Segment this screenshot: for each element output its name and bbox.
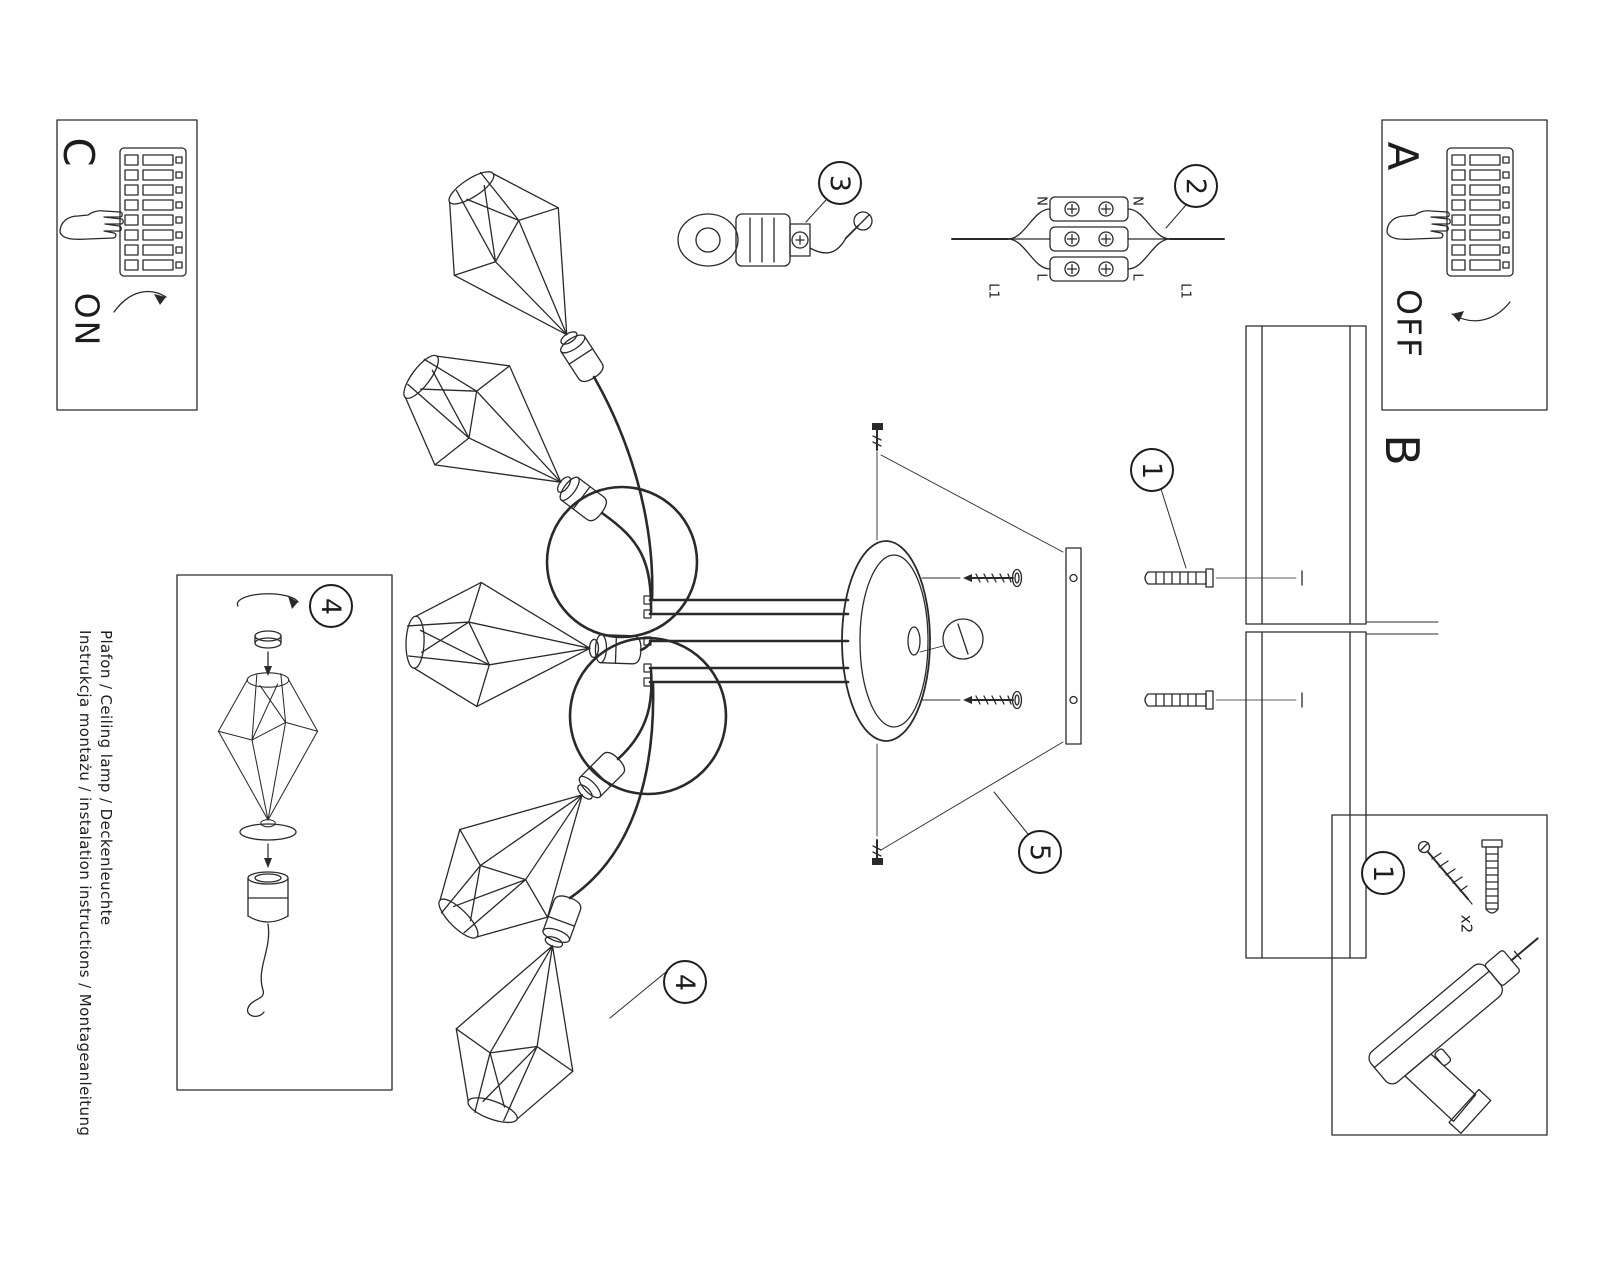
arrow-off-icon <box>1451 301 1511 322</box>
lamp-arms <box>545 375 728 900</box>
ceiling-boards <box>1245 325 1439 959</box>
wire-label-n-right: N <box>1129 196 1145 206</box>
screw-icon <box>1417 840 1473 905</box>
footer-product-text: Plafon / Ceiling lamp / Deckenleuchte <box>97 630 115 926</box>
panel-c-box <box>56 119 198 411</box>
drill-icon <box>1368 937 1539 1134</box>
callout-step-3: 3 <box>818 161 862 205</box>
screw-head-symbol <box>919 618 984 660</box>
arrow-on-icon <box>113 290 167 313</box>
hand-icon-on <box>59 210 124 240</box>
canopy <box>841 540 931 742</box>
lamp-holder-detail <box>677 211 873 267</box>
terminal-block <box>951 196 1225 282</box>
shade-detail-box <box>176 574 393 1091</box>
wire-label-l-left: L <box>1033 273 1049 281</box>
hardware-box-frame <box>1331 814 1548 1136</box>
cage-shade-5 <box>430 892 615 1141</box>
callout-step-2: 2 <box>1174 164 1218 208</box>
footer-instructions-text: Instrukcja montażu / instalation instruc… <box>76 630 94 1137</box>
cage-shade-2 <box>375 321 611 538</box>
cage-shade-3 <box>403 579 643 712</box>
switch-on-state: ON <box>67 292 107 348</box>
panel-a-box <box>1381 119 1548 411</box>
wire-label-l1-right: L1 <box>1177 283 1193 299</box>
wire-label-n-left: N <box>1033 196 1049 206</box>
callout-leaders <box>609 199 1187 1019</box>
canopy-bolts <box>872 423 1064 865</box>
callout-step-1-hardware: 1 <box>1361 851 1405 895</box>
switch-icon-off <box>1447 148 1513 276</box>
callout-step-4: 4 <box>663 960 707 1004</box>
switch-off-state: OFF <box>1389 289 1429 359</box>
mounting-screws <box>921 568 1297 710</box>
callout-step-5: 5 <box>1018 830 1062 874</box>
wire-label-l1-left: L1 <box>985 283 1001 299</box>
hand-icon-off <box>1386 210 1451 240</box>
cage-shade-1 <box>413 145 625 386</box>
callout-step-1: 1 <box>1130 448 1174 492</box>
switch-icon-on <box>120 148 186 276</box>
lamp-assembly <box>375 145 1297 1141</box>
wall-plug-icon <box>1481 839 1503 914</box>
hardware-quantity: x2 <box>1457 914 1476 934</box>
shade-detail-drawing <box>217 593 319 1018</box>
callout-step-4-detail: 4 <box>309 584 353 628</box>
panel-b-letter: B <box>1375 434 1429 466</box>
panel-c-letter: C <box>54 137 103 167</box>
wire-label-l-right: L <box>1129 273 1145 281</box>
arm-rods <box>643 595 850 687</box>
mounting-bracket <box>1065 547 1082 745</box>
panel-a-letter: A <box>1378 141 1427 171</box>
